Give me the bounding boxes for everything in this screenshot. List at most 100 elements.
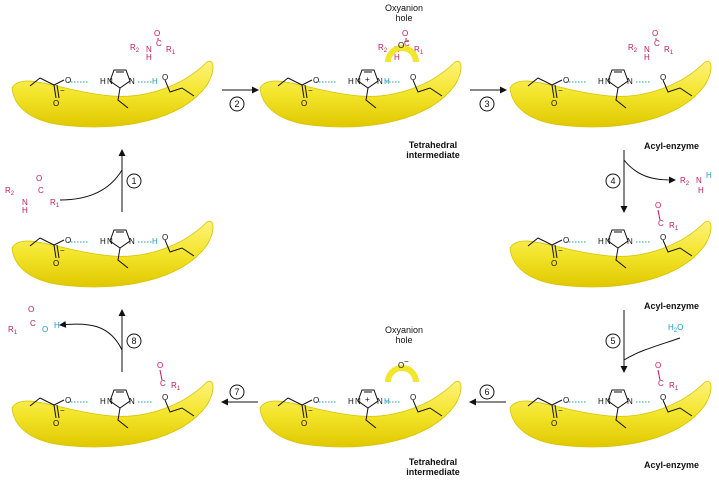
carbonyl-bond [56,404,60,419]
step-circle [605,333,621,349]
step-marker: 2 [229,96,245,112]
carboxyl-bond [53,79,65,86]
serine-chain [412,79,443,97]
carbonyl-bond [657,209,661,221]
step-circle [126,173,142,189]
r2-group: R2 [5,186,15,197]
carboxyl-bond [301,79,313,86]
r1-group: R1 [166,45,176,56]
hydrogen-label: H [394,53,400,62]
nitrogen-label: N [605,397,611,406]
oxyanion-hole [385,45,419,63]
carbonyl-bond [304,84,308,99]
step-marker: 4 [605,173,621,189]
step-marker: 5 [605,333,621,349]
oxygen-label: O [301,419,307,428]
hydrogen-label: H [348,397,354,406]
carboxyl-bond [551,399,563,406]
hydrogen-label: H [348,77,354,86]
carboxyl-bond [53,239,65,246]
oxyanion-hole-label: hole [395,13,412,23]
charge-label: − [404,37,409,46]
oxyanion-hole-label: hole [395,335,412,345]
nitrogen-label: N [627,397,633,406]
nitrogen-label: N [129,77,135,86]
oxygen-label: O [28,305,34,314]
step-circle [229,384,245,400]
oxygen-label: O [65,236,71,245]
oxyanion-label: O [398,41,404,50]
oxygen-label: O [551,99,557,108]
aspartate-chain [277,397,303,407]
tetrahedral-intermediate-label: Tetrahedral [409,457,457,467]
carbon-label: C [156,39,162,48]
serine-chain [412,399,443,417]
enzyme-surface [11,380,214,448]
nitrogen-label: N [22,198,28,207]
hydrogen-label: H [100,237,106,246]
r1-group: R1 [8,325,18,336]
oxygen-label: O [301,99,307,108]
step-marker: 1 [126,173,142,189]
imidazole-ring [357,389,379,409]
step-number: 2 [234,99,239,109]
step-number: 1 [131,176,136,186]
step-number: 4 [610,176,615,186]
nitrogen-label: N [627,237,633,246]
nitrogen-label: N [605,237,611,246]
oxygen-label: O [563,236,569,245]
r1-group: R1 [171,381,181,392]
histidine-chain [117,407,129,429]
step-marker: 3 [479,96,495,112]
enzyme-surface [259,380,462,448]
histidine-chain [615,407,627,429]
imidazole-ring [109,389,131,409]
imidazole-ring [607,389,629,409]
oxygen-label: O [157,361,163,370]
oxygen-label: O [551,419,557,428]
charge-label: − [60,406,65,415]
aspartate-chain [29,77,55,87]
step-number: 5 [610,336,615,346]
step-circle [229,96,245,112]
charge-label: − [60,246,65,255]
r1-group: R1 [669,381,679,392]
carbonyl-bond [53,404,57,419]
carbon-label: C [404,39,410,48]
histidine-chain [615,247,627,269]
water-label: H2O [668,323,683,334]
r1-group: R1 [50,198,60,209]
hydrogen-label: H [146,53,152,62]
step-marker: 6 [479,384,495,400]
carbonyl-bond [56,244,60,259]
oxygen-label: O [551,259,557,268]
oxygen-label: O [402,29,408,38]
oxygen-label: O [655,361,661,370]
step-circle [605,173,621,189]
step-number: 8 [131,336,136,346]
enzyme-surface [509,60,712,128]
oxygen-label: O [410,393,416,402]
imidazole-ring [109,229,131,249]
enzyme-surface [509,380,712,448]
carbonyl-bond [301,404,305,419]
substrate-entry-arrow [59,169,123,201]
histidine-chain [365,87,377,109]
serine-chain [662,79,693,97]
nitrogen-label: N [107,397,113,406]
charge-label: + [365,395,370,404]
oxyanion-hole [385,365,419,383]
enzyme-panel: OO−HNN+HOO− [259,357,462,448]
nitrogen-label: N [644,45,650,54]
step-circle [479,384,495,400]
oxygen-label: O [660,73,666,82]
carbonyl-bond [554,84,558,99]
oxygen-label: O [652,29,658,38]
enzyme-surface [11,60,214,128]
acyl-enzyme-label: Acyl-enzyme [644,301,699,311]
acyl-enzyme-label: Acyl-enzyme [644,141,699,151]
nitrogen-label: N [696,176,702,185]
